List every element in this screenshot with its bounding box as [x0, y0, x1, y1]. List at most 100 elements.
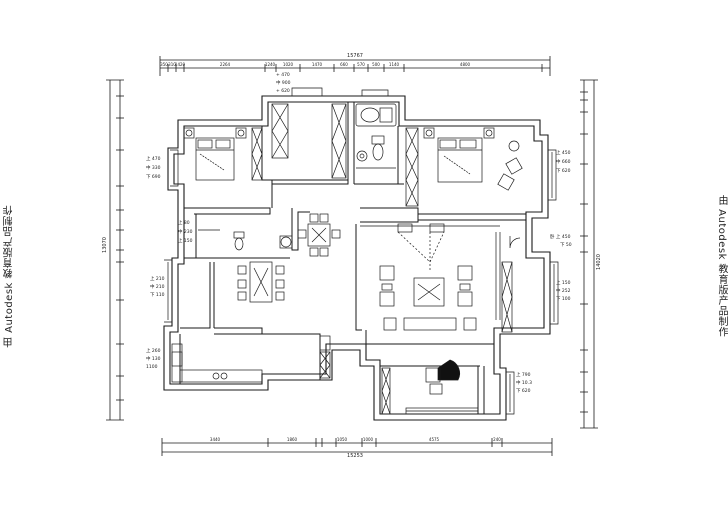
- left-bedroom: [183, 127, 263, 181]
- exterior-walls: [163, 95, 551, 421]
- note-dining-left-0: 上 210: [150, 275, 165, 282]
- note-left-bedroom-1: 中 330: [146, 164, 161, 171]
- toilet-center: [371, 135, 385, 145]
- right-bedroom: [405, 127, 523, 207]
- note-bedroom-right-2: 下 620: [556, 168, 571, 174]
- bottom-segment-labels: 3440 1860 1050 1000 4575 240: [210, 437, 501, 442]
- bed-left: [195, 137, 235, 181]
- storage-left: [271, 103, 289, 159]
- side-table-right: [508, 140, 520, 152]
- center-bathroom: [355, 103, 397, 169]
- note-living-right-top-0: 卧 上 450: [550, 233, 571, 240]
- note-study-right-2: 下 620: [516, 388, 531, 394]
- note-study-right-1: 中 10.3: [516, 379, 532, 386]
- note-left-bedroom-0: 上 470: [146, 155, 161, 162]
- note-bedroom-right-1: 中 660: [556, 158, 571, 165]
- washbasin-center: [356, 150, 368, 162]
- top-seg-0: 350: [160, 62, 168, 67]
- top-seg-4: 1240: [265, 62, 276, 67]
- note-living-right-1: 中 252: [556, 287, 571, 294]
- top-seg-11: 4800: [460, 62, 471, 67]
- study: [381, 359, 479, 415]
- washbasin-left: [280, 236, 292, 248]
- top-seg-9: 500: [372, 62, 380, 67]
- interior-walls: [179, 102, 526, 414]
- coffee-table: [413, 277, 445, 307]
- bottom-total-dimension: 15253: [347, 453, 363, 459]
- nightstand-right-1: [423, 127, 435, 139]
- bottom-dimension-lines: [161, 438, 553, 456]
- watermark-right: 由 Autodesk 教育版产品制作: [716, 195, 727, 338]
- note-dining-left-1: 中 210: [150, 283, 165, 290]
- storage-right: [331, 103, 347, 179]
- living-room: [360, 223, 521, 333]
- bed-right: [437, 137, 483, 183]
- left-total-dimension: 13070: [102, 237, 108, 253]
- wardrobe-left: [251, 127, 263, 181]
- top-seg-1: 310: [168, 62, 176, 67]
- note-top-center-1: 中 900: [276, 79, 291, 86]
- bottom-seg-3: 1000: [363, 437, 374, 442]
- note-left-bedroom-2: 下 690: [146, 174, 161, 180]
- top-seg-10: 1140: [389, 62, 400, 67]
- toilet-left: [233, 231, 245, 239]
- note-living-right-top-1: 下 50: [560, 242, 572, 248]
- wardrobe-right: [405, 127, 419, 207]
- breakfast-table: [297, 213, 341, 257]
- armchair-4: [457, 291, 473, 307]
- kitchen-counter: [179, 369, 263, 383]
- windows: [164, 87, 559, 415]
- side-table-1: [381, 283, 393, 291]
- top-segment-labels: 350 310 1420 2264 1240 1020 1470 660 570…: [160, 62, 470, 67]
- top-seg-7: 660: [340, 62, 348, 67]
- kitchen-sink: [171, 351, 183, 367]
- armchair-3: [457, 265, 473, 281]
- bottom-seg-5: 240: [493, 437, 501, 442]
- nightstand-left-2: [235, 127, 247, 139]
- bottom-seg-0: 3440: [210, 437, 221, 442]
- sofa: [403, 317, 457, 331]
- top-seg-5: 1020: [283, 62, 294, 67]
- note-kitchen-2: 1100: [146, 364, 158, 370]
- note-living-right-0: 上 150: [556, 279, 571, 286]
- bottom-seg-4: 4575: [429, 437, 440, 442]
- note-top-center-0: + 470: [276, 72, 290, 78]
- armchair-1: [379, 265, 395, 281]
- annotations: + 470 中 900 + 620 上 470 中 330 下 690 上 80…: [146, 72, 572, 394]
- top-seg-8: 570: [357, 62, 365, 67]
- armchair-2: [379, 291, 395, 307]
- note-bedroom-right-0: 上 450: [556, 149, 571, 156]
- left-dimension-lines: [106, 79, 124, 421]
- side-table-2: [459, 283, 471, 291]
- top-total-dimension: 15767: [347, 53, 363, 59]
- bathtub: [355, 103, 397, 127]
- nightstand-left-1: [183, 127, 195, 139]
- armchair-right-2: [497, 173, 515, 191]
- note-kitchen-0: 上 260: [146, 347, 161, 354]
- note-bath-left-1: 中 230: [178, 228, 193, 235]
- note-bath-left-0: 上 80: [178, 219, 190, 226]
- note-dining-left-2: 下 110: [150, 292, 165, 298]
- note-study-right-0: 上 790: [516, 371, 531, 378]
- dining-table: [237, 261, 285, 303]
- kitchen: [171, 335, 331, 383]
- top-seg-3: 2264: [220, 62, 231, 67]
- stove: [212, 372, 220, 380]
- tv-cabinet: [501, 261, 513, 333]
- right-dimension-lines: [580, 79, 598, 429]
- bottom-seg-1: 1860: [287, 437, 298, 442]
- corridor-storage: [271, 103, 347, 179]
- top-seg-6: 1470: [312, 62, 323, 67]
- watermark-left: 由 Autodesk 教育版产品制作: [4, 205, 15, 348]
- bottom-seg-2: 1050: [337, 437, 348, 442]
- note-top-center-2: + 620: [276, 88, 290, 94]
- nightstand-right-2: [483, 127, 495, 139]
- note-kitchen-1: 中 130: [146, 355, 161, 362]
- left-bathroom: [198, 229, 293, 251]
- armchair-right-1: [505, 157, 523, 175]
- study-desk-curved: [437, 359, 461, 381]
- top-seg-2: 1420: [175, 62, 186, 67]
- note-living-right-2: 下 100: [556, 296, 571, 302]
